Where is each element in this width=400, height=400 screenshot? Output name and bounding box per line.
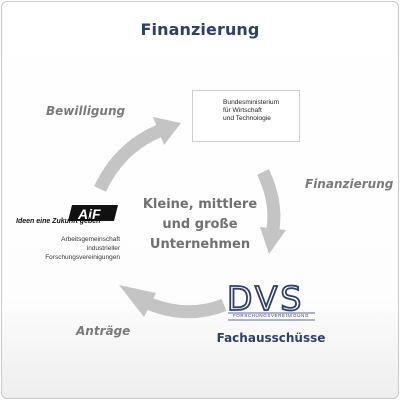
bmwi-text: Bundesministerium für Wirtschaft und Tec… (223, 99, 297, 123)
center-line-3: Unternehmen (149, 237, 251, 252)
bmwi-logo-box: Bundesministerium für Wirtschaft und Tec… (192, 90, 300, 142)
aif-line-1: Arbeitsgemeinschaft (61, 236, 120, 243)
center-line-1: Kleine, mittlere (142, 197, 258, 212)
bmwi-line-1: Bundesministerium (223, 99, 280, 106)
arrow-bewilligung (94, 117, 181, 192)
label-bewilligung: Bewilligung (46, 104, 126, 118)
center-line-2: und große (162, 217, 238, 232)
bmwi-line-3: und Technologie (223, 115, 271, 122)
arrow-antraege (119, 285, 227, 319)
label-finanzierung: Finanzierung (305, 177, 394, 191)
dvs-logo-text: DVS (227, 279, 304, 318)
dvs-subtitle: FORSCHUNGSVEREINIGUNG (232, 313, 310, 318)
aif-slogan: Ideen eine Zukunft geben (16, 218, 101, 225)
aif-line-3: Forschungsvereinigungen (45, 254, 120, 261)
aif-subtitle: Arbeitsgemeinschaft industrieller Forsch… (16, 235, 120, 262)
aif-line-2: industrieller (86, 245, 120, 252)
dvs-caption: Fachausschüsse (216, 331, 326, 345)
center-label: Kleine, mittlere und große Unternehmen (134, 195, 266, 255)
aif-logo: AiF (68, 205, 118, 222)
diagram-title: Finanzierung (140, 20, 260, 39)
label-antraege: Anträge (76, 324, 131, 338)
arrow-finanzierung (257, 169, 286, 254)
bmwi-line-2: für Wirtschaft (223, 107, 262, 114)
aif-logo-text: AiF (77, 206, 101, 222)
dvs-logo: DVS (226, 278, 315, 321)
